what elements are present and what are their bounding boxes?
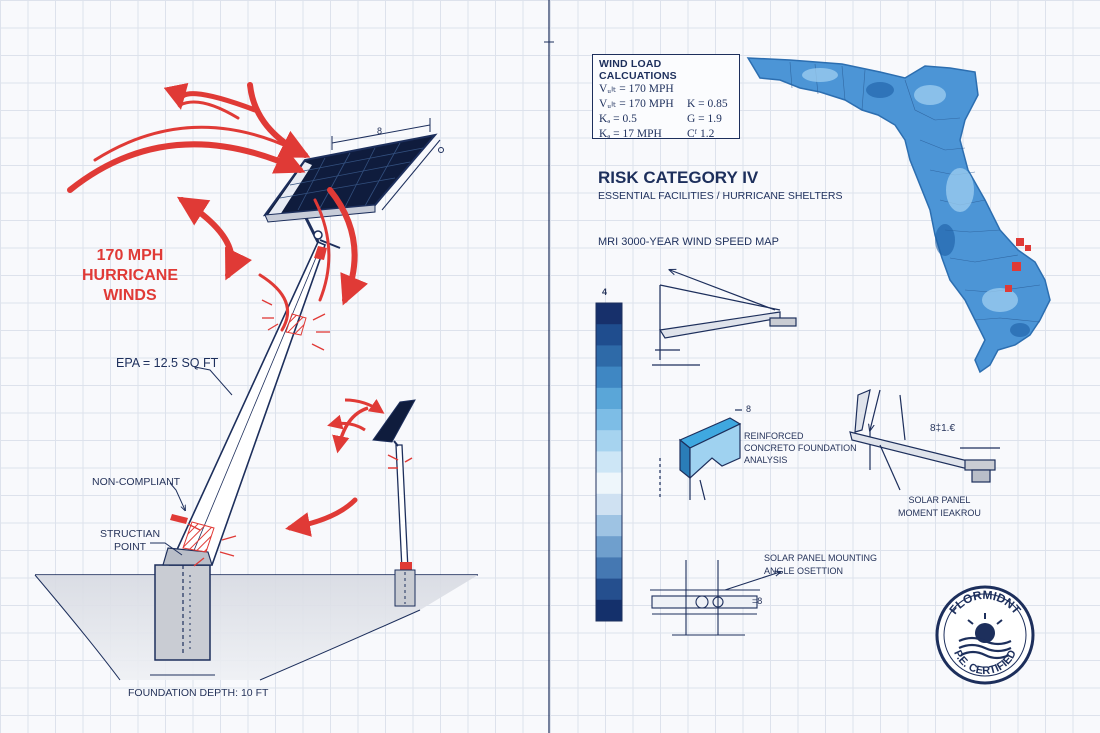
wind-speed-map-title: MRI 3000-YEAR WIND SPEED MAP — [598, 236, 779, 248]
wind-label-line-3: WINDS — [103, 287, 157, 304]
scale-swatch — [596, 557, 622, 580]
scale-swatch — [596, 324, 622, 346]
scale-swatch — [596, 387, 622, 410]
foundation-label-line-3: ANALYSIS — [744, 455, 788, 465]
structural-point-line-1: STRUCTIAN — [100, 528, 161, 540]
calc-line-3-right: G = 1.9 — [687, 113, 722, 125]
hurricane-winds-label: 170 MPH HURRICANE WINDS — [60, 246, 200, 306]
mounting-label-line-1: SOLAR PANEL MOUNTING — [764, 553, 878, 563]
mounting-dimension: =8 — [752, 596, 763, 606]
mounting-label-line-2: ANGLE OSETTION — [764, 566, 844, 576]
calc-line-3-left: Kₔ = 0.5 — [599, 113, 637, 125]
non-compliant-marker — [170, 514, 188, 524]
panel-dimension-label: 8 — [377, 126, 383, 136]
risk-category-subtitle: ESSENTIAL FACILITIES / HURRICANE SHELTER… — [598, 190, 843, 202]
calculations-title: WIND LOAD CALCUATIONS — [599, 58, 677, 82]
detail-foundation-beam — [659, 409, 742, 501]
solar-panel-main — [262, 118, 444, 223]
scale-swatch — [596, 472, 622, 495]
scale-swatch — [596, 345, 622, 368]
detail-mounting — [650, 560, 780, 636]
wind-arrows — [67, 82, 369, 537]
detail-cantilever — [652, 270, 797, 366]
moment-label-line-2: MOMENT IEAKROU — [898, 508, 981, 518]
structural-point-label: STRUCTIAN POINT — [100, 528, 160, 554]
scale-swatch — [596, 303, 622, 325]
foundation-analysis-label: REINFORCED CONCRETO FOUNDATION ANALYSIS — [744, 430, 857, 466]
scale-frame — [595, 302, 623, 622]
calc-line-2-left: Vᵤₗₜ = 170 MPH — [599, 98, 674, 110]
epa-label: EPA = 12.5 SQ FT — [116, 356, 219, 370]
scale-swatch — [596, 366, 622, 389]
secondary-pole — [327, 398, 416, 607]
foundation-label-line-2: CONCRETO FOUNDATION — [744, 443, 857, 453]
wind-label-line-1: 170 MPH — [96, 247, 164, 264]
wind-load-calculations-box: WIND LOAD CALCUATIONS Vᵤₗₜ = 170 MPH Vᵤₗ… — [592, 54, 740, 142]
risk-category-title: RISK CATEGORY IV — [598, 168, 759, 187]
foundation-depth-label: FOUNDATION DEPTH: 10 FT — [128, 687, 269, 699]
scale-swatch — [596, 493, 622, 516]
calc-line-4-left: Kₔ = 17 MPH — [599, 128, 662, 140]
scale-swatch — [596, 430, 622, 452]
scale-top-label: 4 — [602, 287, 608, 297]
calc-line-1: Vᵤₗₜ = 170 MPH — [599, 83, 674, 95]
foundation-block — [150, 564, 215, 676]
non-compliant-label: NON-COMPLIANT — [92, 476, 181, 488]
calc-line-4-right: Cᶠ 1.2 — [687, 128, 715, 140]
scale-swatch — [596, 578, 622, 601]
moment-label-line-1: SOLAR PANEL — [908, 495, 971, 505]
stress-marks — [187, 299, 330, 567]
scale-swatch — [596, 536, 622, 558]
calc-line-4: Kₔ = 17 MPH Cᶠ 1.2 — [599, 127, 733, 142]
foundation-label-line-1: REINFORCED — [744, 431, 804, 441]
florida-map — [746, 57, 1051, 374]
detail-moment — [849, 389, 1000, 491]
scale-swatch — [596, 515, 622, 537]
pe-seal: FLORMIDNT P.E. CERTIFIED — [935, 585, 1035, 685]
mounting-label: SOLAR PANEL MOUNTING ANGLE OSETTION — [764, 552, 877, 578]
moment-label: SOLAR PANEL MOMENT IEAKROU — [898, 494, 981, 520]
calc-line-2: Vᵤₗₜ = 170 MPH K = 0.85 — [599, 97, 733, 112]
calc-line-3: Kₔ = 0.5 G = 1.9 — [599, 112, 733, 127]
wind-speed-scale-bar — [595, 302, 623, 622]
moment-dimension: 8‡1.€ — [930, 423, 956, 434]
calc-line-2-right: K = 0.85 — [687, 98, 728, 110]
wind-label-line-2: HURRICANE — [82, 267, 178, 284]
structural-point-line-2: POINT — [114, 541, 147, 553]
leader-lines — [150, 366, 233, 556]
scale-swatch — [596, 451, 622, 474]
scale-swatch — [596, 409, 622, 431]
foundation-dimension: 8 — [746, 404, 752, 414]
scale-swatch — [596, 599, 622, 622]
